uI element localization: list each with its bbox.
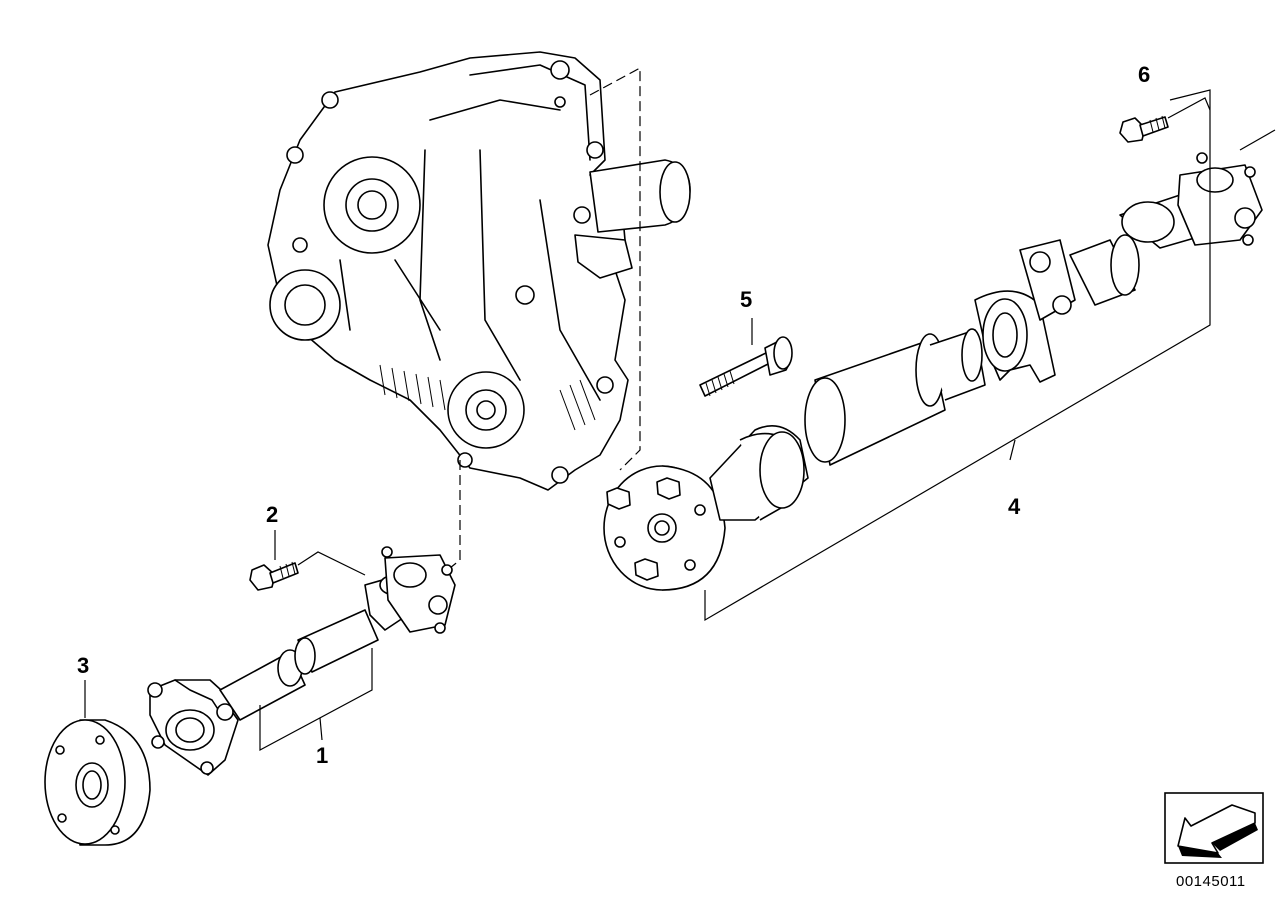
- arrow-icon: [1177, 804, 1258, 858]
- bolt-5: [699, 318, 793, 397]
- assembly-line-front: [444, 460, 461, 573]
- bolt-6: [1119, 97, 1211, 143]
- front-propeller-shaft: [147, 546, 456, 776]
- callout-3: 3: [77, 653, 89, 678]
- assembly-line-upper: [589, 66, 641, 471]
- transfer-case-housing: [267, 51, 691, 491]
- bracket-1: [259, 648, 373, 752]
- callout-5: 5: [740, 287, 752, 312]
- bracket-4: [704, 89, 1211, 622]
- callout-2: 2: [266, 502, 278, 527]
- callout-4: 4: [1008, 494, 1021, 519]
- callout-1: 1: [316, 743, 328, 768]
- diagram-id: 00145011: [1176, 873, 1246, 890]
- flex-disc-3: [44, 680, 151, 846]
- callout-6: 6: [1138, 62, 1150, 87]
- orientation-box: [1164, 792, 1264, 864]
- bolt-2: [249, 530, 366, 591]
- rear-propeller-shaft: [603, 129, 1276, 591]
